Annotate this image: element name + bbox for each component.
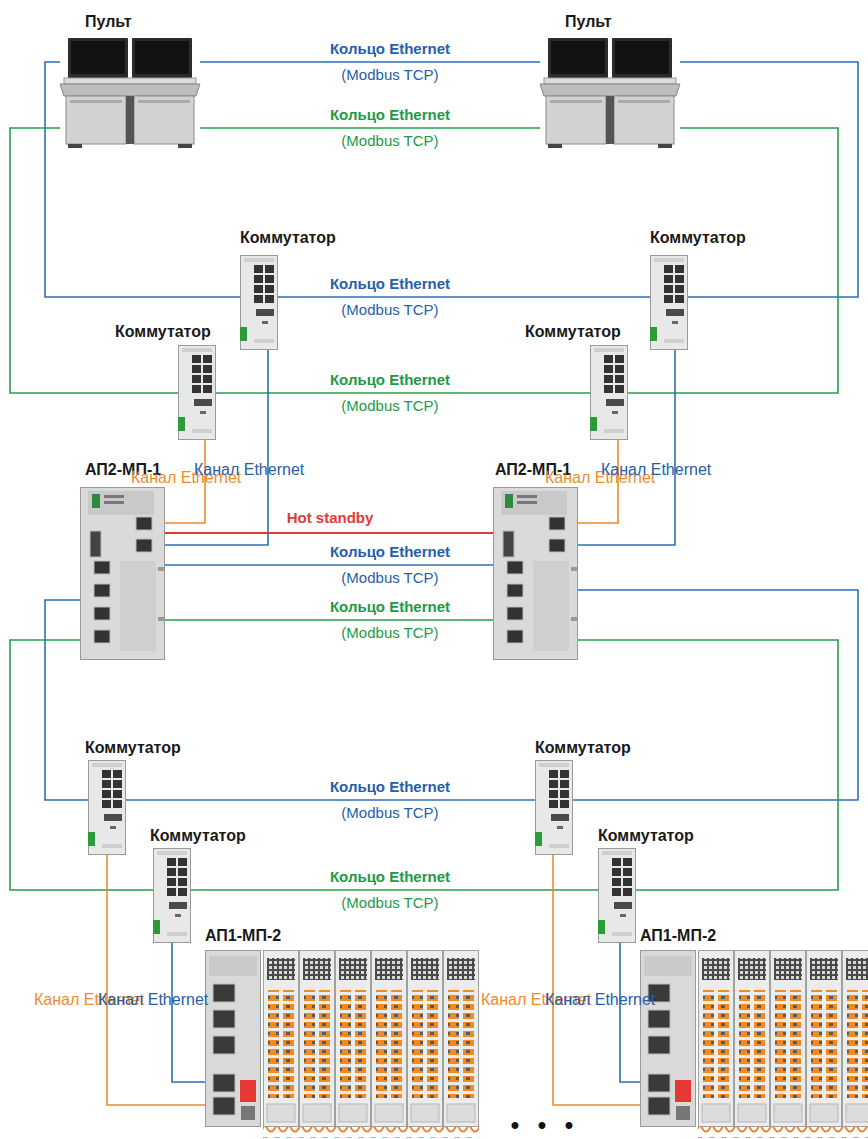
edge-label-holder: Кольцо Ethernet (Modbus TCP) xyxy=(315,367,465,419)
node-heading: АП1-МП-2 xyxy=(205,926,281,946)
network-link xyxy=(165,619,493,621)
network-switch: Коммутатор xyxy=(590,345,628,440)
network-switch: Коммутатор xyxy=(153,848,191,943)
network-switch: Коммутатор xyxy=(535,760,573,855)
io-module-picture xyxy=(206,951,480,1139)
node-heading: Коммутатор xyxy=(598,826,694,846)
edge-label-holder: Кольцо Ethernet (Modbus TCP) xyxy=(315,864,465,916)
ring-label: Кольцо Ethernet (Modbus TCP) xyxy=(315,367,465,419)
network-link xyxy=(191,889,598,891)
network-link xyxy=(107,855,205,1105)
controller-module: АП2-МП-1 xyxy=(80,487,165,660)
network-link xyxy=(573,590,858,800)
edge-label-holder: Канал Ethernet xyxy=(601,461,711,479)
network-link xyxy=(578,350,675,545)
continuation-mark: • • • xyxy=(511,1113,580,1137)
controller-picture xyxy=(81,488,165,660)
ring-label: Кольцо Ethernet (Modbus TCP) xyxy=(315,864,465,916)
ring-label: Кольцо Ethernet (Modbus TCP) xyxy=(315,271,465,323)
network-switch: Коммутатор xyxy=(598,848,636,943)
ring-label: Кольцо Ethernet (Modbus TCP) xyxy=(315,774,465,826)
operator-console: Пульт xyxy=(540,38,680,148)
node-heading: Коммутатор xyxy=(85,738,181,758)
edge-label-holder: Hot standby xyxy=(287,509,374,527)
switch-picture xyxy=(153,849,191,943)
edge-label-holder: Кольцо Ethernet (Modbus TCP) xyxy=(315,774,465,826)
network-link xyxy=(126,799,535,801)
switch-picture xyxy=(650,256,688,350)
channel-label: Канал Ethernet xyxy=(545,991,655,1009)
edge-label-holder: Кольцо Ethernet (Modbus TCP) xyxy=(315,271,465,323)
node-heading: Пульт xyxy=(85,12,132,32)
network-link xyxy=(553,855,640,1105)
switch-picture xyxy=(178,346,216,440)
node-heading: АП1-МП-2 xyxy=(640,926,716,946)
edge-label-holder: Кольцо Ethernet (Modbus TCP) xyxy=(315,594,465,646)
network-link xyxy=(10,640,153,890)
network-link xyxy=(165,350,268,545)
network-link xyxy=(278,296,650,298)
edge-label-holder: Канал Ethernet xyxy=(194,461,304,479)
network-switch: Коммутатор xyxy=(88,760,126,855)
io-module-picture xyxy=(641,951,868,1139)
network-link xyxy=(628,128,838,393)
node-heading: Коммутатор xyxy=(240,228,336,248)
network-link xyxy=(10,128,178,393)
network-link xyxy=(578,640,838,890)
node-heading: Коммутатор xyxy=(535,738,631,758)
standby-label: Hot standby xyxy=(287,509,374,527)
ring-label: Кольцо Ethernet (Modbus TCP) xyxy=(315,36,465,88)
edge-label-holder: Кольцо Ethernet (Modbus TCP) xyxy=(315,539,465,591)
network-switch: Коммутатор xyxy=(240,255,278,350)
ring-label: Кольцо Ethernet (Modbus TCP) xyxy=(315,594,465,646)
network-link xyxy=(45,600,88,800)
node-heading: Коммутатор xyxy=(150,826,246,846)
network-link xyxy=(165,532,493,534)
edge-label-holder: Канал Ethernet xyxy=(545,991,655,1009)
io-module: АП1-МП-2 xyxy=(205,950,480,1139)
channel-label: Канал Ethernet xyxy=(194,461,304,479)
edge-label-holder: Кольцо Ethernet (Modbus TCP) xyxy=(315,36,465,88)
network-link xyxy=(200,61,540,63)
operator-console: Пульт xyxy=(60,38,200,148)
node-heading: Пульт xyxy=(565,12,612,32)
network-link xyxy=(172,943,205,1082)
switch-picture xyxy=(590,346,628,440)
channel-label: Канал Ethernet xyxy=(601,461,711,479)
controller-picture xyxy=(494,488,578,660)
io-module: АП1-МП-2 xyxy=(640,950,868,1139)
network-switch: Коммутатор xyxy=(178,345,216,440)
network-link xyxy=(680,62,858,297)
node-heading: Коммутатор xyxy=(525,322,621,342)
network-switch: Коммутатор xyxy=(650,255,688,350)
network-link xyxy=(620,943,640,1082)
edge-label-holder: Кольцо Ethernet (Modbus TCP) xyxy=(315,102,465,154)
edge-label-holder: Канал Ethernet xyxy=(98,991,208,1009)
network-link xyxy=(200,127,540,129)
node-heading: Коммутатор xyxy=(650,228,746,248)
channel-label: Канал Ethernet xyxy=(98,991,208,1009)
controller-module: АП2-МП-1 xyxy=(493,487,578,660)
network-link xyxy=(45,62,240,297)
ring-label: Кольцо Ethernet (Modbus TCP) xyxy=(315,102,465,154)
ring-label: Кольцо Ethernet (Modbus TCP) xyxy=(315,539,465,591)
console-picture xyxy=(540,38,680,148)
console-picture xyxy=(60,38,200,148)
switch-picture xyxy=(535,761,573,855)
network-link xyxy=(216,392,590,394)
free-label-holder: • • • xyxy=(511,1113,580,1137)
network-link xyxy=(165,564,493,566)
switch-picture xyxy=(598,849,636,943)
switch-picture xyxy=(88,761,126,855)
switch-picture xyxy=(240,256,278,350)
node-heading: Коммутатор xyxy=(115,322,211,342)
